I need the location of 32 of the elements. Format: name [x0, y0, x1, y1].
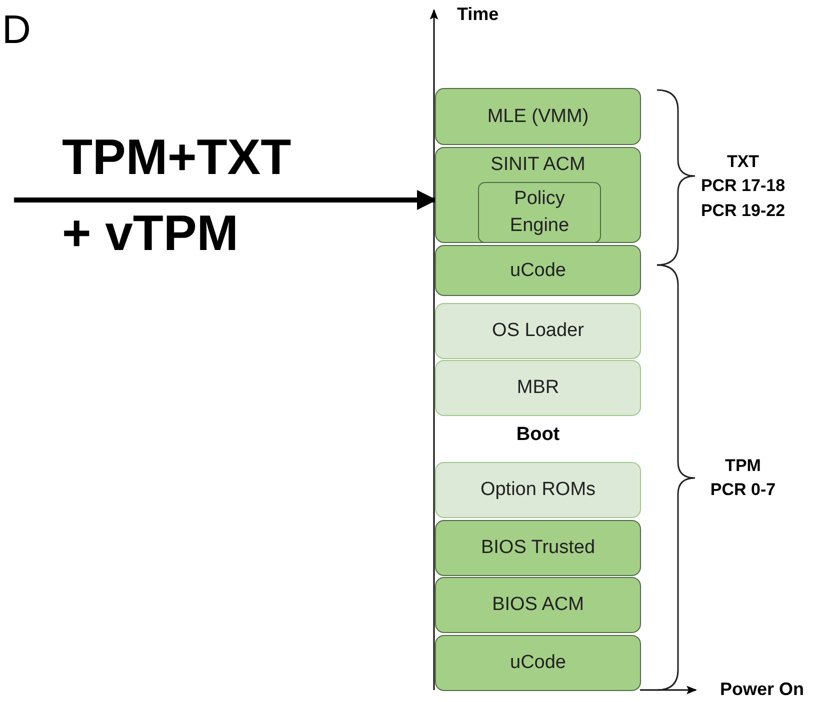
section-label: Boot — [516, 424, 560, 446]
arrow-label: TPM+TXT — [62, 128, 292, 186]
arrow-label: + vTPM — [62, 204, 238, 262]
layer-label: SINIT ACM — [490, 154, 586, 176]
layer-label: OS Loader — [491, 320, 585, 342]
layer-label: Policy Engine — [508, 187, 570, 238]
bracket-label: PCR 19-22 — [700, 201, 786, 221]
layer-label: BIOS ACM — [491, 594, 585, 616]
layer-box — [435, 245, 641, 296]
layer-label: Option ROMs — [479, 479, 597, 501]
bracket-label: PCR 17-18 — [700, 176, 786, 196]
layer-label: BIOS Trusted — [480, 537, 596, 559]
layer-box — [435, 520, 641, 576]
axis-label: Power On — [720, 679, 804, 700]
bracket-label: PCR 0-7 — [710, 480, 776, 500]
layer-box — [435, 303, 641, 359]
layer-label: MLE (VMM) — [486, 106, 590, 128]
layer-box — [435, 360, 641, 416]
panel-letter: D — [2, 8, 31, 53]
bracket-label: TXT — [726, 152, 760, 172]
layer-label: MBR — [516, 377, 560, 399]
arrow — [14, 190, 437, 210]
layer-label: uCode — [509, 652, 567, 674]
layer-box — [435, 88, 641, 145]
layer-box — [435, 635, 641, 691]
layer-box — [435, 577, 641, 633]
inner-box — [478, 182, 601, 243]
axis-label: Time — [457, 4, 499, 25]
layer-box — [435, 462, 641, 518]
layer-label: uCode — [509, 260, 567, 282]
bracket-label: TPM — [725, 456, 761, 476]
layer-box — [435, 147, 641, 243]
